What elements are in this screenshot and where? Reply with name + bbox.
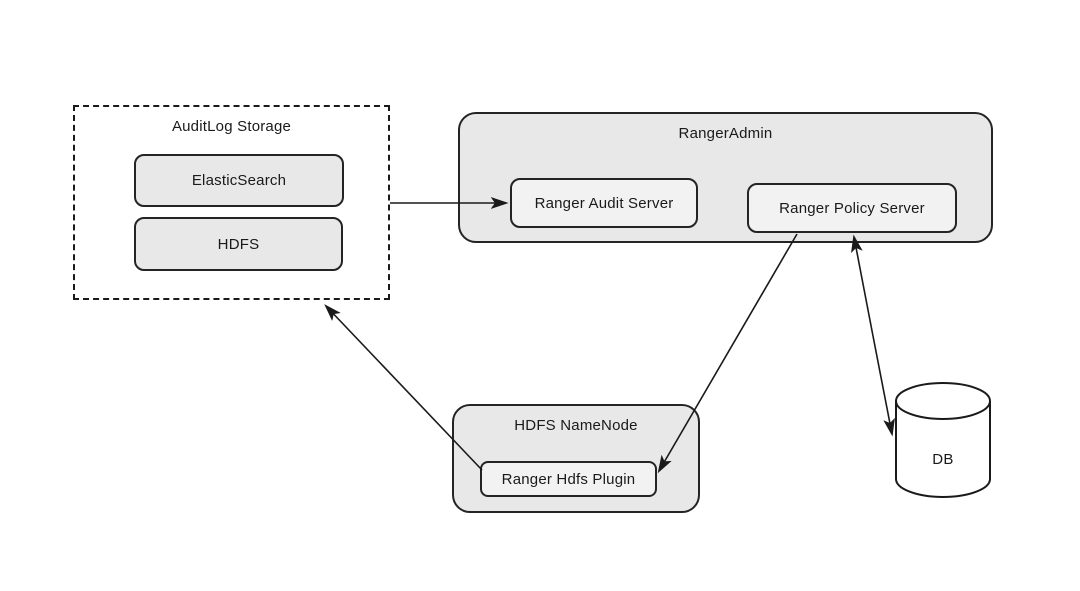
node-ranger-policy-server: Ranger Policy Server xyxy=(747,183,957,233)
node-hdfs-namenode: HDFS NameNode Ranger Hdfs Plugin xyxy=(452,404,700,513)
hdfs-namenode-title: HDFS NameNode xyxy=(514,417,638,434)
ranger-admin-title: RangerAdmin xyxy=(678,125,773,142)
node-elasticsearch: ElasticSearch xyxy=(134,154,344,207)
node-ranger-admin: RangerAdmin Ranger Audit Server Ranger P… xyxy=(458,112,993,243)
db-text: DB xyxy=(932,450,954,468)
node-ranger-audit-server: Ranger Audit Server xyxy=(510,178,698,228)
node-hdfs: HDFS xyxy=(134,217,343,271)
edge-policy-server-to-db-down xyxy=(872,335,892,434)
ranger-policy-server-label: Ranger Policy Server xyxy=(779,199,925,217)
elasticsearch-label: ElasticSearch xyxy=(191,172,287,189)
hdfs-label: HDFS xyxy=(217,235,260,253)
db-cylinder xyxy=(895,382,991,498)
node-auditlog-storage: AuditLog Storage ElasticSearch HDFS xyxy=(73,105,390,300)
db-label: DB xyxy=(896,448,990,470)
ranger-hdfs-plugin-label: Ranger Hdfs Plugin xyxy=(501,470,636,488)
node-ranger-hdfs-plugin: Ranger Hdfs Plugin xyxy=(480,461,657,497)
ranger-audit-server-label: Ranger Audit Server xyxy=(534,194,674,212)
auditlog-storage-title: AuditLog Storage xyxy=(171,118,292,135)
edge-policy-server-to-db-up xyxy=(854,237,874,337)
